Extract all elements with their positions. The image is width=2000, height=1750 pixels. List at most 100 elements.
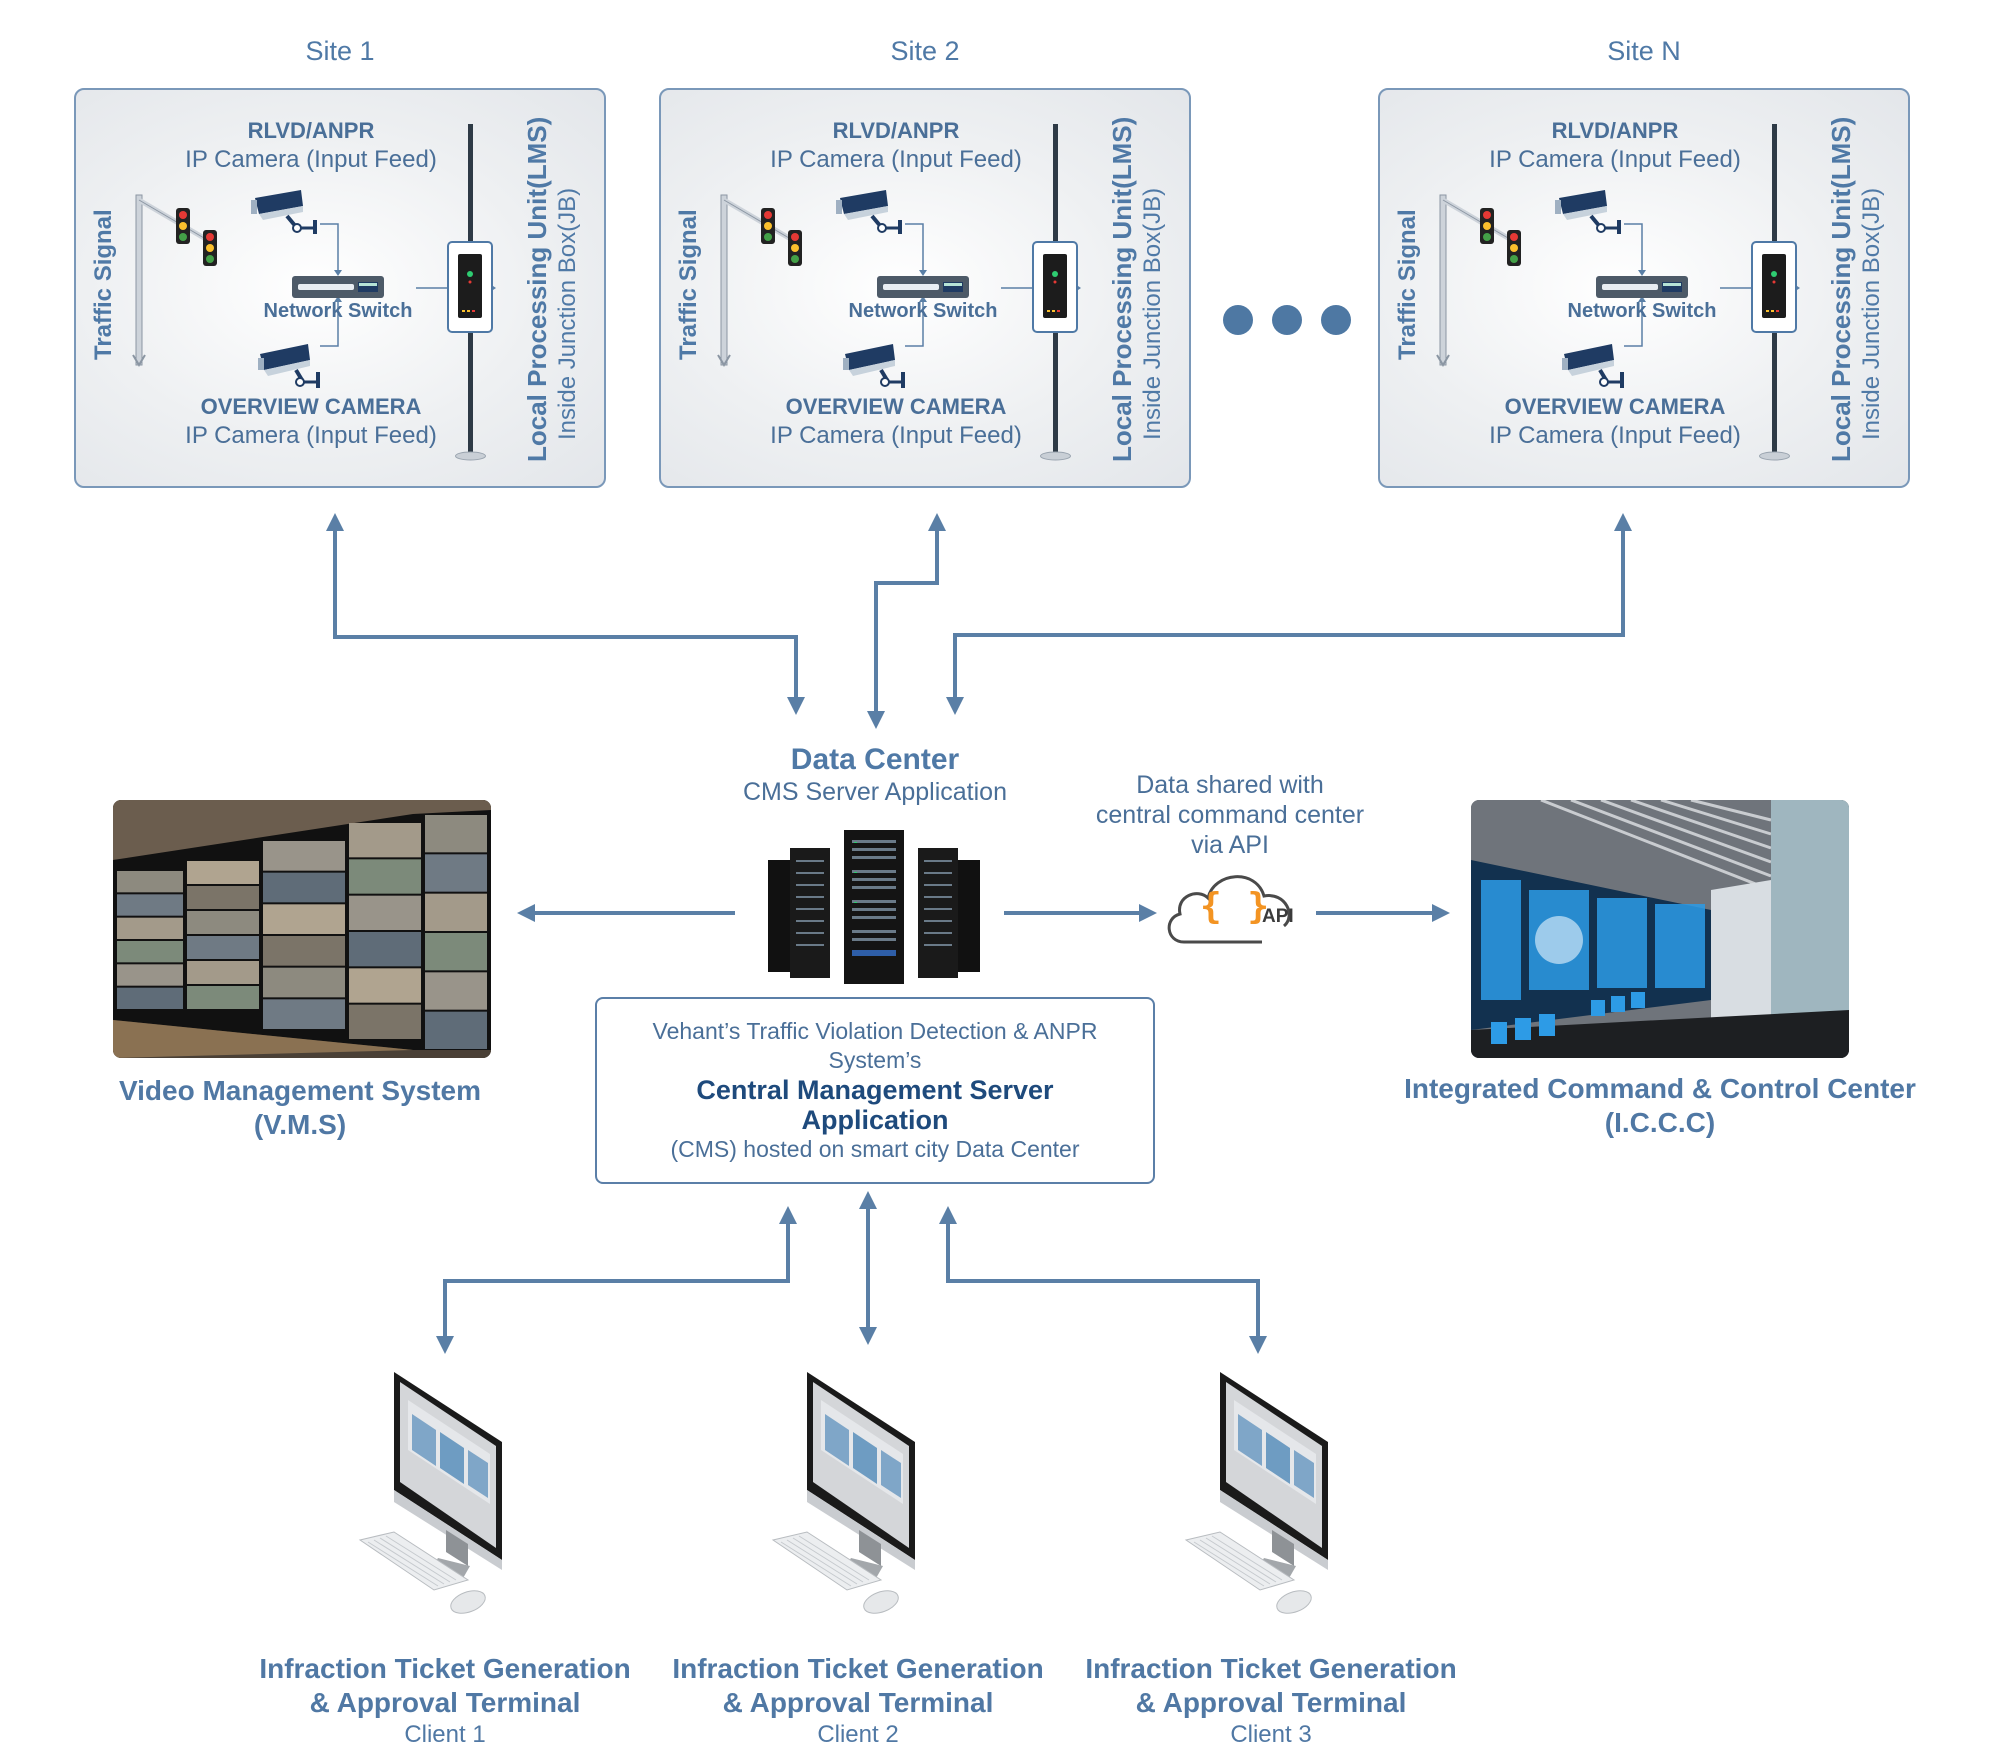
- video-feed-tile: [349, 823, 421, 858]
- video-feed-tile: [263, 936, 345, 966]
- cms-description-line: System’s: [828, 1047, 922, 1073]
- siten-datacenter-link: [946, 513, 1632, 715]
- client-label-line1: Infraction Ticket Generation: [259, 1653, 631, 1684]
- api-cloud-label: API: [1262, 906, 1294, 927]
- site-title: Site 2: [890, 36, 960, 66]
- client-label-line1: Infraction Ticket Generation: [1085, 1653, 1457, 1684]
- cms-application-name: Application: [801, 1105, 949, 1135]
- traffic-signal-icon: [132, 194, 218, 367]
- api-share-line: Data shared with: [1136, 771, 1324, 799]
- traffic-signal-icon: [1436, 194, 1522, 367]
- video-feed-tile: [425, 933, 487, 971]
- video-feed-tile: [117, 894, 183, 916]
- cms-application-name: Central Management Server: [696, 1075, 1054, 1105]
- video-feed-tile: [349, 1004, 421, 1039]
- site-box: Traffic Signal RLVD/ANPR IP Camera (Inpu…: [74, 88, 606, 488]
- video-feed-tile: [263, 967, 345, 998]
- more-sites-dot: [1272, 305, 1302, 335]
- junction-box-pole-icon: [447, 124, 493, 461]
- rlvd-camera-subtitle: IP Camera (Input Feed): [770, 146, 1022, 173]
- api-braces-icon: { }: [1200, 886, 1272, 927]
- desktop-computer-icon: [771, 1372, 915, 1614]
- video-feed-tile: [117, 941, 183, 963]
- rlvd-camera-title: RLVD/ANPR: [1551, 118, 1679, 143]
- client-label-line2: & Approval Terminal: [1135, 1687, 1407, 1718]
- client-name: Client 1: [404, 1721, 486, 1748]
- rlvd-camera-title: RLVD/ANPR: [832, 118, 960, 143]
- overview-camera-title: OVERVIEW CAMERA: [785, 394, 1007, 419]
- desktop-computer-icon: [1184, 1372, 1328, 1614]
- server-rack-icon: [768, 830, 980, 984]
- video-feed-tile: [263, 841, 345, 871]
- ip-camera-icon: [251, 190, 317, 234]
- vms-label-line: Video Management System: [118, 1075, 482, 1106]
- video-feed-tile: [349, 968, 421, 1003]
- video-feed-tile: [425, 972, 487, 1010]
- iccc-label-line: Integrated Command & Control Center: [1404, 1073, 1916, 1104]
- video-feed-tile: [425, 815, 487, 853]
- rlvd-camera-title: RLVD/ANPR: [247, 118, 375, 143]
- video-feed-tile: [349, 859, 421, 894]
- vms-video-wall-image: [113, 800, 491, 1058]
- api-cloud-icon: [1167, 875, 1291, 944]
- client-label-line2: & Approval Terminal: [309, 1687, 581, 1718]
- api-share-note: Data shared with central command center …: [1040, 770, 1420, 860]
- network-switch-label: Network Switch: [1567, 300, 1717, 322]
- client-label: Infraction Ticket Generation & Approval …: [235, 1652, 655, 1750]
- vms-label: Video Management System (V.M.S): [60, 1074, 540, 1142]
- client-label: Infraction Ticket Generation & Approval …: [648, 1652, 1068, 1750]
- desktop-computer-icon: [358, 1372, 502, 1614]
- video-feed-tile: [117, 871, 183, 893]
- video-feed-tile: [425, 893, 487, 931]
- rlvd-camera-subtitle: IP Camera (Input Feed): [185, 146, 437, 173]
- site-title: Site N: [1607, 36, 1681, 66]
- client-label-line1: Infraction Ticket Generation: [672, 1653, 1044, 1684]
- cms-client3-link: [939, 1206, 1267, 1354]
- site-box: Traffic Signal RLVD/ANPR IP Camera (Inpu…: [659, 88, 1191, 488]
- ip-camera-icon: [1555, 190, 1621, 234]
- video-feed-tile: [425, 1011, 487, 1049]
- video-feed-tile: [187, 911, 259, 934]
- vms-label-line: (V.M.S): [253, 1109, 347, 1140]
- junction-box-pole-icon: [1751, 124, 1797, 461]
- overview-camera-icon: [843, 344, 905, 388]
- overview-camera-icon: [258, 344, 320, 388]
- ip-camera-icon: [836, 190, 902, 234]
- site1-datacenter-link: [326, 513, 805, 715]
- client-name: Client 2: [817, 1721, 899, 1748]
- api-share-line: central command center: [1095, 801, 1365, 829]
- cms-description-line: Vehant’s Traffic Violation Detection & A…: [652, 1018, 1098, 1044]
- iccc-label: Integrated Command & Control Center (I.C…: [1370, 1072, 1950, 1140]
- video-wall-icon: [113, 800, 491, 1058]
- site2-datacenter-link: [867, 513, 946, 729]
- overview-camera-subtitle: IP Camera (Input Feed): [1489, 422, 1741, 449]
- more-sites-dot: [1223, 305, 1253, 335]
- video-feed-tile: [117, 917, 183, 939]
- video-feed-tile: [187, 986, 259, 1009]
- video-feed-tile: [263, 999, 345, 1029]
- network-switch-icon: [1596, 276, 1688, 298]
- video-feed-tile: [349, 895, 421, 930]
- overview-camera-title: OVERVIEW CAMERA: [1504, 394, 1726, 419]
- rlvd-camera-subtitle: IP Camera (Input Feed): [1489, 146, 1741, 173]
- network-switch-icon: [877, 276, 969, 298]
- client-label-line2: & Approval Terminal: [722, 1687, 994, 1718]
- more-sites-dot: [1321, 305, 1351, 335]
- junction-box-pole-icon: [1032, 124, 1078, 461]
- video-feed-tile: [263, 872, 345, 903]
- video-feed-tile: [187, 936, 259, 959]
- site-box: Traffic Signal RLVD/ANPR IP Camera (Inpu…: [1378, 88, 1910, 488]
- cms-client1-link: [436, 1206, 797, 1354]
- client-label: Infraction Ticket Generation & Approval …: [1061, 1652, 1481, 1750]
- video-feed-tile: [425, 854, 487, 892]
- network-switch-icon: [292, 276, 384, 298]
- video-feed-tile: [187, 861, 259, 884]
- network-switch-label: Network Switch: [263, 300, 413, 322]
- overview-camera-subtitle: IP Camera (Input Feed): [185, 422, 437, 449]
- data-center-title: Data Center: [790, 743, 960, 776]
- overview-camera-title: OVERVIEW CAMERA: [200, 394, 422, 419]
- video-feed-tile: [187, 886, 259, 909]
- video-feed-tile: [263, 904, 345, 934]
- cms-hosting-line: (CMS) hosted on smart city Data Center: [670, 1136, 1080, 1162]
